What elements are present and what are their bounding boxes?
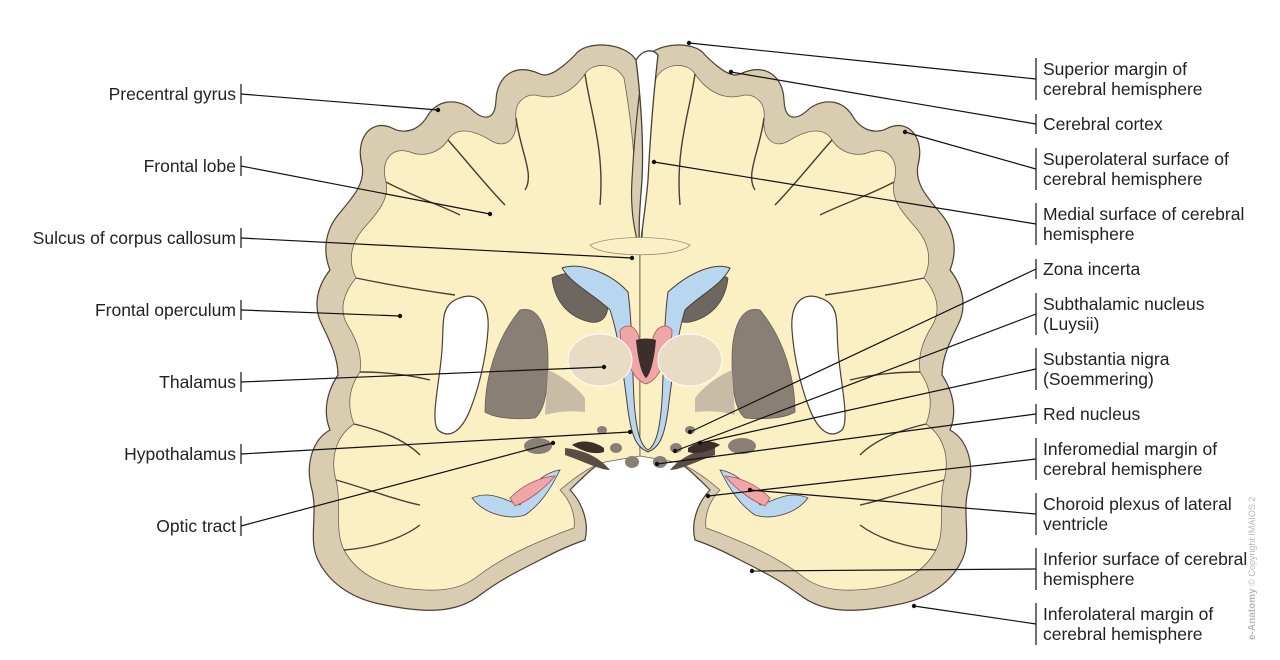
lateral-ventricle xyxy=(561,265,731,453)
label-choroid-plexus: Choroid plexus of lateral ventricle xyxy=(1043,494,1232,534)
label-sulcus-corpus-callosum: Sulcus of corpus callosum xyxy=(32,228,236,248)
label-thalamus: Thalamus xyxy=(159,372,236,392)
label-line: cerebral hemisphere xyxy=(1043,624,1203,644)
label-line: Superior margin of xyxy=(1043,59,1187,79)
label-hypothalamus: Hypothalamus xyxy=(124,444,236,464)
watermark: e-Anatomy © Copyright IMAIOS 2 xyxy=(1247,497,1258,640)
substantia-nigra xyxy=(688,441,720,454)
label-line: (Soemmering) xyxy=(1043,369,1154,389)
right-hemisphere xyxy=(630,44,972,612)
label-substantia-nigra: Substantia nigra (Soemmering) xyxy=(1043,349,1169,389)
label-optic-tract: Optic tract xyxy=(156,516,236,536)
label-superior-margin: Superior margin of cerebral hemisphere xyxy=(1043,59,1203,99)
label-line: (Luysii) xyxy=(1043,314,1100,334)
label-line: Superolateral surface of xyxy=(1043,149,1229,169)
label-inferolateral-margin: Inferolateral margin of cerebral hemisph… xyxy=(1043,604,1213,644)
label-line: hemisphere xyxy=(1043,224,1135,244)
label-line: Choroid plexus of lateral xyxy=(1043,494,1232,514)
thalamus-right xyxy=(657,333,723,387)
label-superolateral-surface: Superolateral surface of cerebral hemisp… xyxy=(1043,149,1229,189)
watermark-brand: e-Anatomy xyxy=(1247,588,1258,640)
substantia-nigra-left xyxy=(572,441,604,454)
subthalamic-nucleus-left xyxy=(610,443,622,453)
label-cerebral-cortex: Cerebral cortex xyxy=(1043,114,1163,134)
red-nucleus xyxy=(653,456,667,468)
label-line: Inferolateral margin of xyxy=(1043,604,1214,624)
label-line: cerebral hemisphere xyxy=(1043,79,1203,99)
label-red-nucleus: Red nucleus xyxy=(1043,404,1141,424)
label-line: ventricle xyxy=(1043,514,1109,534)
zona-incerta-left xyxy=(597,426,607,434)
label-line: hemisphere xyxy=(1043,569,1135,589)
leader-dots xyxy=(397,40,917,609)
label-inferomedial-margin: Inferomedial margin of cerebral hemisphe… xyxy=(1043,439,1217,479)
third-ventricle-dark xyxy=(636,338,656,378)
label-inferior-surface: Inferior surface of cerebral hemisphere xyxy=(1043,549,1247,589)
label-line: Substantia nigra xyxy=(1043,349,1170,369)
label-line: cerebral hemisphere xyxy=(1043,459,1203,479)
red-nucleus-left xyxy=(625,456,639,468)
label-medial-surface: Medial surface of cerebral hemisphere xyxy=(1043,204,1244,244)
label-zona-incerta: Zona incerta xyxy=(1043,259,1141,279)
corpus-callosum xyxy=(589,237,691,256)
label-line: Subthalamic nucleus xyxy=(1043,294,1205,314)
left-hemisphere xyxy=(308,44,650,612)
leader-lines xyxy=(240,42,1037,645)
watermark-copyright: © Copyright IMAIOS 2 xyxy=(1247,496,1257,586)
label-frontal-lobe: Frontal lobe xyxy=(143,156,236,176)
longitudinal-fissure xyxy=(635,50,659,251)
thalamus-left xyxy=(567,333,633,387)
label-line: Inferomedial margin of xyxy=(1043,439,1218,459)
label-line: Inferior surface of cerebral xyxy=(1043,549,1248,569)
label-subthalamic-nucleus: Subthalamic nucleus (Luysii) xyxy=(1043,294,1204,334)
label-line: Medial surface of cerebral xyxy=(1043,204,1245,224)
label-frontal-operculum: Frontal operculum xyxy=(94,300,236,320)
label-precentral-gyrus: Precentral gyrus xyxy=(108,84,236,104)
label-line: cerebral hemisphere xyxy=(1043,169,1203,189)
